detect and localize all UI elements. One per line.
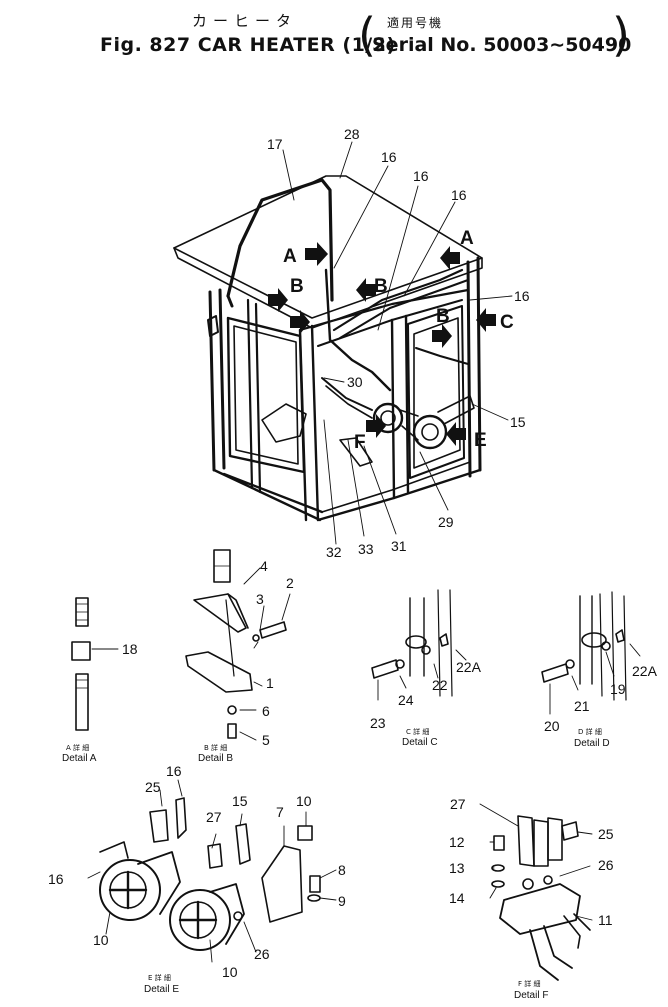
callout-f-27: 27 — [450, 796, 466, 812]
detail-c-drawing — [371, 589, 467, 701]
callout-f-25: 25 — [598, 826, 614, 842]
callout-22: 22 — [432, 677, 448, 693]
detail-b-caption-jp: B 詳 細 — [204, 743, 227, 752]
arrow-b-mid — [356, 278, 376, 302]
leader-lines-main — [282, 141, 513, 545]
detail-c-caption-jp: C 詳 細 — [406, 727, 429, 736]
view-arrows — [268, 242, 496, 446]
callout-15: 15 — [510, 414, 526, 430]
callout-32: 32 — [326, 544, 342, 560]
callout-20: 20 — [544, 718, 560, 734]
figure-header: カーヒータ 適用号機 Fig. 827 CAR HEATER (1/2) ( S… — [0, 0, 668, 70]
callout-f-12: 12 — [449, 834, 465, 850]
callout-19: 19 — [610, 681, 626, 697]
arrow-label-f: F — [354, 432, 366, 453]
detail-c-caption: Detail C — [402, 737, 438, 748]
arrow-label-b-left: B — [290, 276, 304, 297]
callout-e-7: 7 — [276, 804, 284, 820]
callout-e-10-c: 10 — [222, 964, 238, 980]
arrow-f — [366, 414, 386, 438]
callout-21: 21 — [574, 698, 590, 714]
callout-23: 23 — [370, 715, 386, 731]
callout-16-a: 16 — [381, 149, 397, 165]
detail-b-drawing — [185, 549, 291, 741]
arrow-e — [446, 422, 466, 446]
open-paren-glyph: ( — [358, 8, 376, 62]
arrow-c-right — [476, 308, 496, 332]
title-japanese: カーヒータ — [192, 12, 298, 30]
callout-28: 28 — [344, 126, 360, 142]
cab-frame — [173, 175, 483, 522]
callout-f-11: 11 — [598, 912, 613, 928]
callout-6: 6 — [262, 703, 270, 719]
figure-title: Fig. 827 CAR HEATER (1/2) — [100, 34, 396, 56]
callout-3: 3 — [256, 591, 264, 607]
callout-2: 2 — [286, 575, 294, 591]
detail-a-caption-jp: A 詳 細 — [66, 743, 89, 752]
detail-d-drawing — [541, 591, 641, 715]
callout-f-13: 13 — [449, 860, 465, 876]
callout-17: 17 — [267, 136, 283, 152]
callout-16-c: 16 — [451, 187, 467, 203]
detail-f-drawing — [479, 803, 593, 981]
detail-d-caption: Detail D — [574, 738, 610, 749]
serial-range: Serial No. 50003∼50490 — [372, 34, 632, 56]
callout-e-10-a: 10 — [296, 793, 312, 809]
detail-f-caption: Detail F — [514, 990, 548, 1001]
detail-a-caption: Detail A — [62, 753, 97, 764]
callout-29: 29 — [438, 514, 454, 530]
detail-e-caption: Detail E — [144, 984, 179, 995]
arrow-label-b-right: B — [436, 306, 450, 327]
callout-16-d: 16 — [514, 288, 530, 304]
detail-e-drawing — [87, 779, 337, 963]
detail-e-caption-jp: E 詳 細 — [148, 973, 171, 982]
callout-e-9: 9 — [338, 893, 346, 909]
callout-e-16-a: 16 — [166, 763, 182, 779]
callout-31: 31 — [391, 538, 407, 554]
arrow-label-e: E — [474, 430, 487, 451]
callout-5: 5 — [262, 732, 270, 748]
callout-24: 24 — [398, 692, 414, 708]
detail-b-caption: Detail B — [198, 753, 233, 764]
callout-f-14: 14 — [449, 890, 465, 906]
callout-22a-c: 22A — [456, 659, 482, 675]
arrow-b-right — [432, 324, 452, 348]
callout-22a-d: 22A — [632, 663, 658, 679]
arrow-a-left — [305, 242, 328, 266]
arrow-label-a-left: A — [283, 246, 297, 267]
callout-e-27: 27 — [206, 809, 222, 825]
callout-1: 1 — [266, 675, 274, 691]
callout-4: 4 — [260, 558, 268, 574]
arrow-label-a-right: A — [460, 228, 474, 249]
arrow-b-left-1 — [268, 288, 288, 312]
arrow-label-c: C — [500, 312, 514, 333]
arrow-b-left-2 — [290, 310, 310, 334]
callout-e-16-b: 16 — [48, 871, 64, 887]
callout-e-26: 26 — [254, 946, 270, 962]
callout-e-10-b: 10 — [93, 932, 109, 948]
close-paren-glyph: ) — [612, 8, 630, 62]
detail-a-drawing — [71, 597, 119, 731]
callout-16-b: 16 — [413, 168, 429, 184]
arrow-a-right — [440, 246, 460, 270]
callout-33: 33 — [358, 541, 374, 557]
detail-f-caption-jp: F 詳 細 — [518, 979, 540, 988]
callout-30: 30 — [347, 374, 363, 390]
callout-e-25: 25 — [145, 779, 161, 795]
callout-e-8: 8 — [338, 862, 346, 878]
callout-e-15: 15 — [232, 793, 248, 809]
detail-d-caption-jp: D 詳 細 — [578, 727, 602, 736]
callout-18: 18 — [122, 641, 138, 657]
arrow-label-b-mid: B — [374, 276, 388, 297]
callout-f-26: 26 — [598, 857, 614, 873]
applicable-models-japanese: 適用号機 — [387, 16, 444, 30]
